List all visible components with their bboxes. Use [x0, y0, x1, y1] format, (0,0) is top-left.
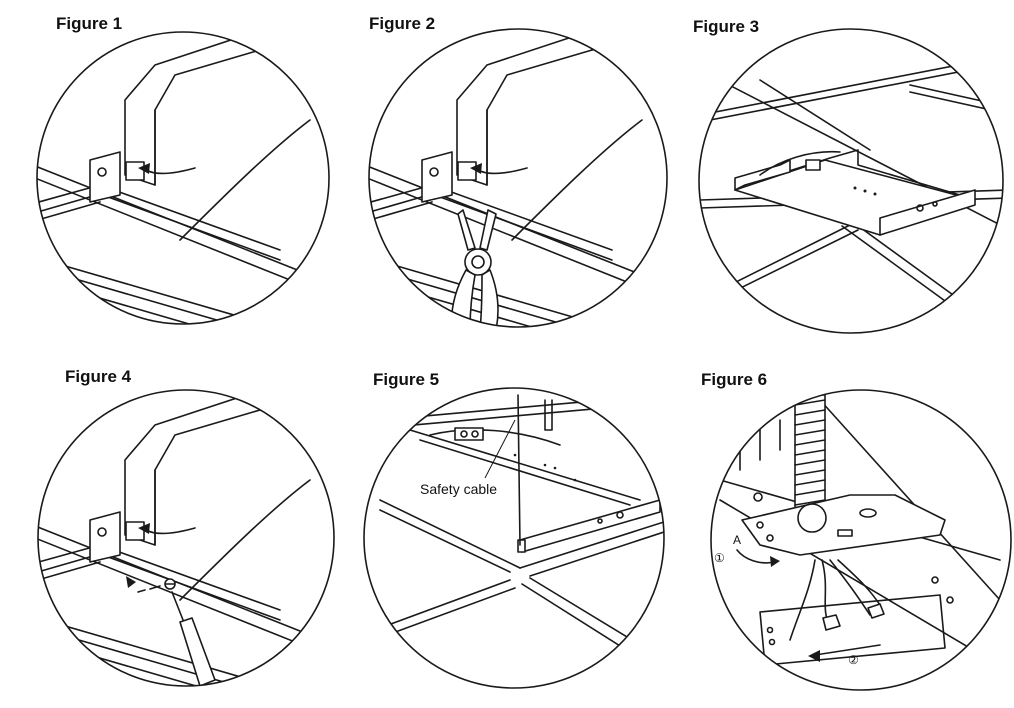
screwdriver-icon: [171, 591, 216, 686]
rotation-a-marker: A: [733, 533, 741, 547]
figure-3-label: Figure 3: [693, 17, 760, 36]
cutting-pliers-icon: [450, 209, 499, 327]
step-2-marker: ②: [848, 653, 859, 667]
figure-6: ① ② A: [710, 389, 1012, 691]
figure-5: Safety cable: [363, 387, 665, 689]
safety-cable-callout: Safety cable: [420, 481, 497, 497]
safety-cable: [517, 394, 521, 546]
figure-2-label: Figure 2: [369, 14, 436, 33]
figure-3: [698, 28, 1004, 334]
figure-6-frame: [710, 389, 1012, 691]
figure-4-label: Figure 4: [65, 367, 132, 386]
figure-3-frame: [698, 28, 1004, 334]
step-1-marker: ①: [714, 551, 725, 565]
figure-2-frame: [368, 28, 668, 328]
figure-1: [36, 31, 330, 325]
figure-5-frame: [363, 387, 665, 689]
figure-5-label: Figure 5: [373, 370, 440, 389]
figure-4-frame: [37, 389, 335, 687]
screw-icon: [164, 578, 176, 590]
figure-2: [368, 28, 668, 328]
figure-6-label: Figure 6: [701, 370, 768, 389]
figure-4: [37, 389, 335, 687]
figure-1-frame: [36, 31, 330, 325]
figure-1-label: Figure 1: [56, 14, 123, 33]
